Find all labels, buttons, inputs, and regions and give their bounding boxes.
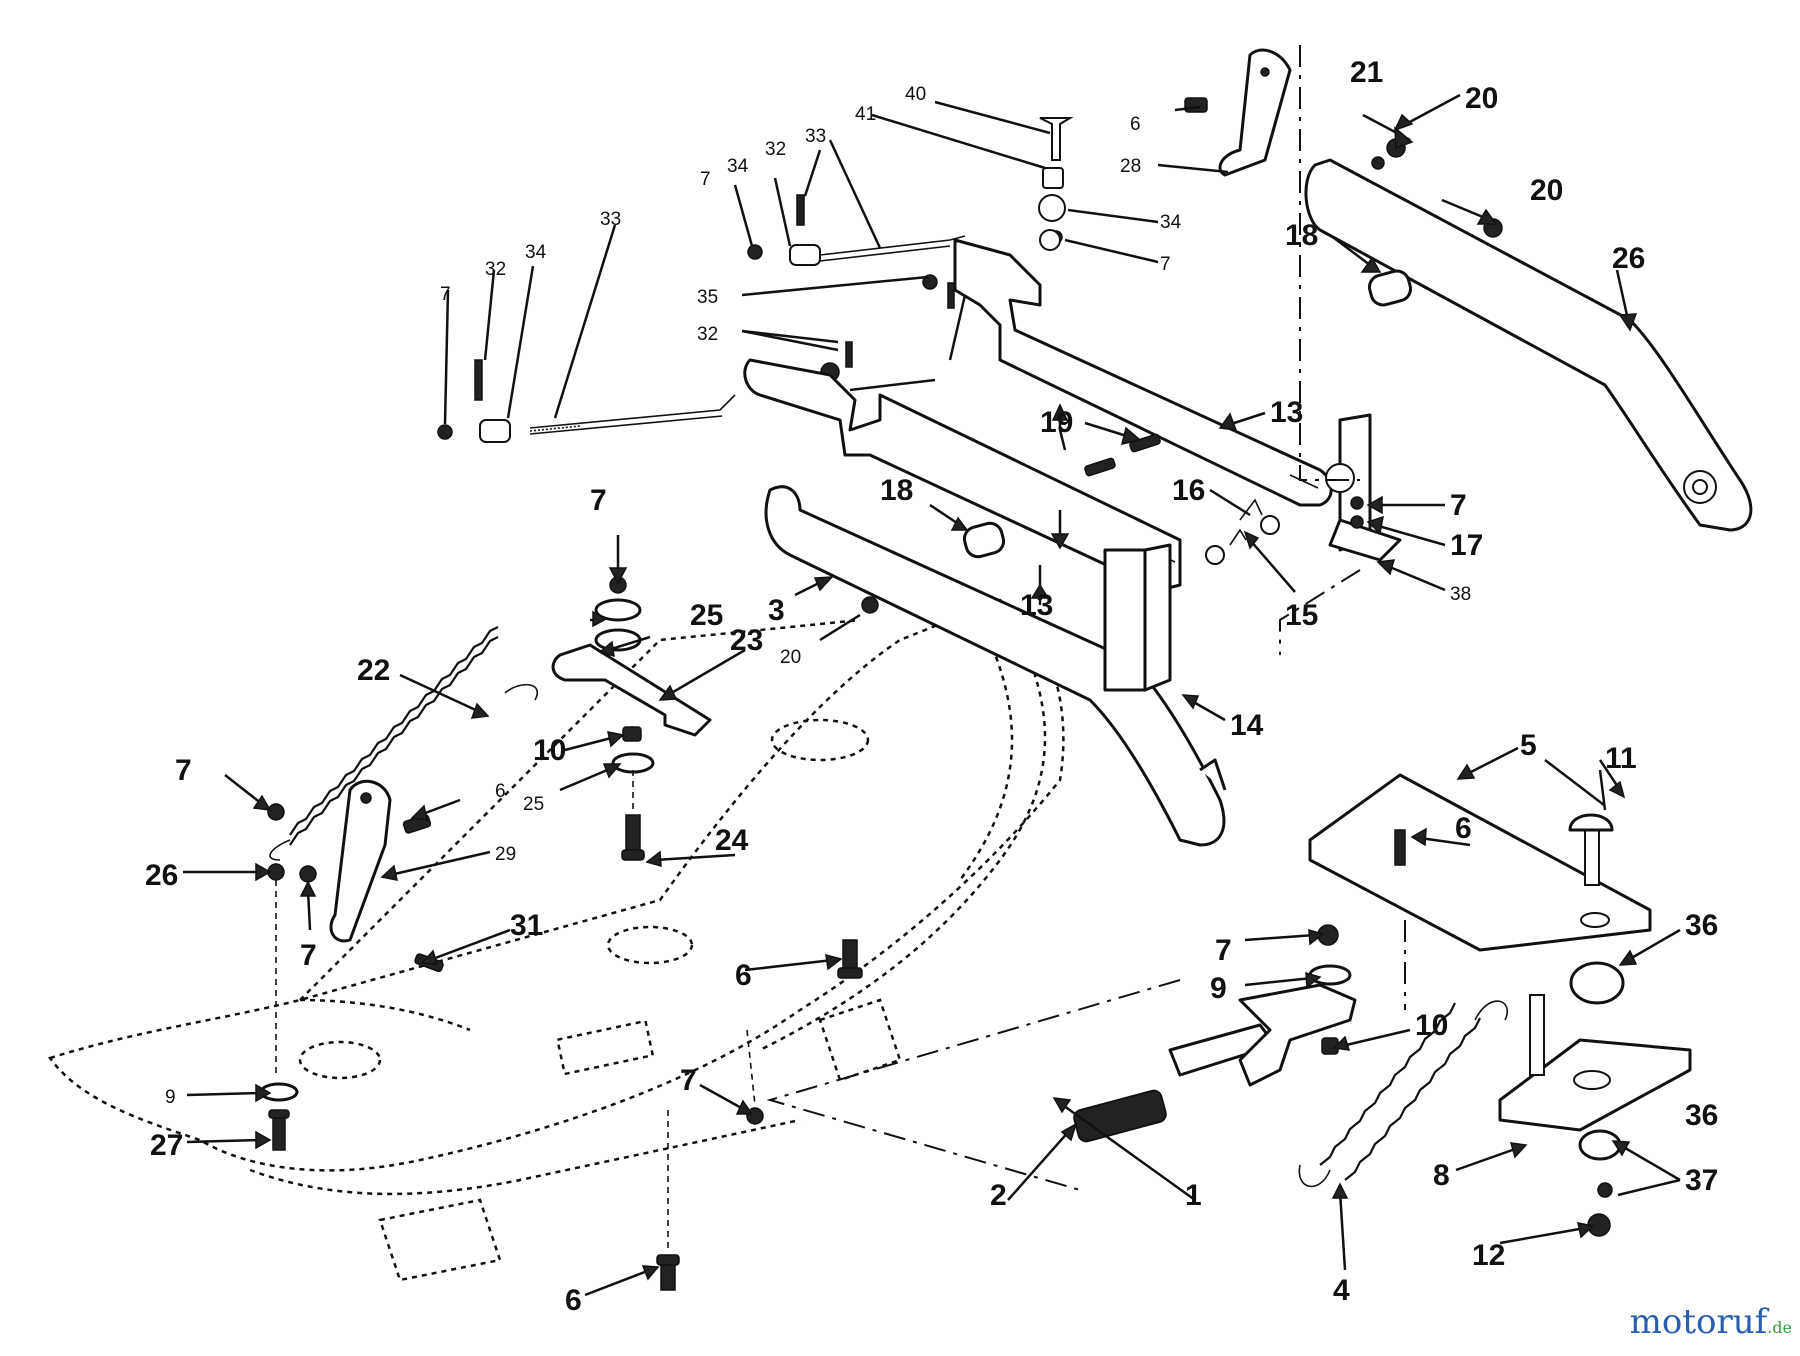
label-32b: 32 bbox=[485, 259, 506, 280]
pins-bolts bbox=[1084, 433, 1280, 565]
label-7e: 7 bbox=[590, 484, 607, 517]
alignment-lines bbox=[766, 45, 1406, 1191]
label-36a: 36 bbox=[1685, 909, 1718, 942]
label-20a: 20 bbox=[1465, 82, 1498, 115]
label-20b: 20 bbox=[1530, 174, 1563, 207]
mower-deck bbox=[47, 598, 1065, 1282]
label-23: 23 bbox=[730, 624, 763, 657]
label-38: 38 bbox=[1450, 584, 1471, 605]
label-34c: 34 bbox=[1160, 212, 1182, 233]
label-19: 19 bbox=[1040, 406, 1073, 439]
label-7d: 7 bbox=[1450, 489, 1467, 522]
spring-4 bbox=[1298, 1000, 1508, 1188]
label-6d: 6 bbox=[565, 1284, 582, 1317]
spring-22 bbox=[269, 626, 538, 861]
label-21: 21 bbox=[1350, 56, 1383, 89]
label-7c: 7 bbox=[1160, 254, 1171, 275]
callout-lines bbox=[443, 100, 1229, 425]
label-29: 29 bbox=[495, 844, 516, 865]
label-12: 12 bbox=[1472, 1239, 1505, 1272]
label-6b: 6 bbox=[495, 781, 506, 802]
label-1: 1 bbox=[1185, 1179, 1202, 1212]
lift-bar-30 bbox=[1304, 158, 1753, 532]
label-11: 11 bbox=[1605, 742, 1637, 775]
part-labels: 40 41 32 33 34 7 33 32 34 7 35 32 6 28 3… bbox=[150, 56, 1718, 1317]
label-4: 4 bbox=[1333, 1274, 1350, 1307]
label-6a: 6 bbox=[1130, 114, 1141, 135]
hardware-lower-left bbox=[259, 880, 863, 1291]
label-8: 8 bbox=[1433, 1159, 1450, 1192]
label-25b: 25 bbox=[523, 794, 544, 815]
watermark-brand: motoruf bbox=[1629, 1302, 1768, 1342]
label-35: 35 bbox=[697, 287, 718, 308]
bracket-38 bbox=[1325, 413, 1402, 562]
label-5: 5 bbox=[1520, 729, 1537, 762]
label-32a: 32 bbox=[765, 139, 786, 160]
label-25a: 25 bbox=[690, 599, 723, 632]
watermark-suffix: .de bbox=[1767, 1318, 1792, 1337]
label-24: 24 bbox=[715, 824, 749, 857]
callout-arrows bbox=[183, 93, 1681, 1297]
label-22: 22 bbox=[357, 654, 390, 687]
label-34a: 34 bbox=[727, 156, 749, 177]
label-7h: 7 bbox=[680, 1064, 697, 1097]
label-34b: 34 bbox=[525, 242, 547, 263]
bracket-23 bbox=[551, 576, 712, 861]
label-6e: 6 bbox=[1455, 812, 1472, 845]
label-27: 27 bbox=[150, 1129, 183, 1162]
label-13a: 13 bbox=[1270, 396, 1303, 429]
label-37: 37 bbox=[1685, 1164, 1718, 1197]
label-33b: 33 bbox=[600, 209, 621, 230]
label-9b: 9 bbox=[1210, 972, 1227, 1005]
label-17: 17 bbox=[1450, 529, 1483, 562]
label-14: 14 bbox=[1230, 709, 1264, 742]
label-32c: 32 bbox=[697, 324, 718, 345]
label-7f: 7 bbox=[175, 754, 192, 787]
rear-lift-bar bbox=[764, 485, 1227, 847]
label-36b: 36 bbox=[1685, 1099, 1718, 1132]
label-40: 41 bbox=[855, 104, 876, 125]
label-15: 15 bbox=[1285, 599, 1318, 632]
label-9a: 9 bbox=[165, 1087, 176, 1108]
pedal-assembly bbox=[1073, 924, 1357, 1143]
label-18a: 18 bbox=[1285, 219, 1318, 252]
lift-rod-assembly bbox=[437, 117, 1074, 443]
label-16: 16 bbox=[1172, 474, 1205, 507]
label-20c: 20 bbox=[780, 647, 801, 668]
bracket-28 bbox=[1184, 48, 1292, 177]
bracket-29 bbox=[267, 779, 444, 973]
label-13b: 13 bbox=[1020, 589, 1053, 622]
label-7g: 7 bbox=[300, 939, 317, 972]
label-18b: 18 bbox=[880, 474, 913, 507]
label-33a: 33 bbox=[805, 126, 826, 147]
label-6c: 6 bbox=[735, 959, 752, 992]
label-7i: 7 bbox=[1215, 934, 1232, 967]
label-3: 3 bbox=[768, 594, 785, 627]
label-10a: 10 bbox=[533, 734, 566, 767]
label-2: 2 bbox=[990, 1179, 1007, 1212]
watermark-logo: motoruf.de bbox=[1630, 1302, 1792, 1342]
plate-5 bbox=[1308, 773, 1692, 1237]
label-31: 31 bbox=[510, 909, 543, 942]
bumpers bbox=[861, 138, 1503, 614]
label-39: 40 bbox=[905, 84, 926, 105]
label-7b: 7 bbox=[440, 284, 451, 305]
label-10b: 10 bbox=[1415, 1009, 1448, 1042]
label-30: 26 bbox=[1612, 242, 1645, 275]
label-7a: 7 bbox=[700, 169, 711, 190]
label-28: 28 bbox=[1120, 156, 1141, 177]
